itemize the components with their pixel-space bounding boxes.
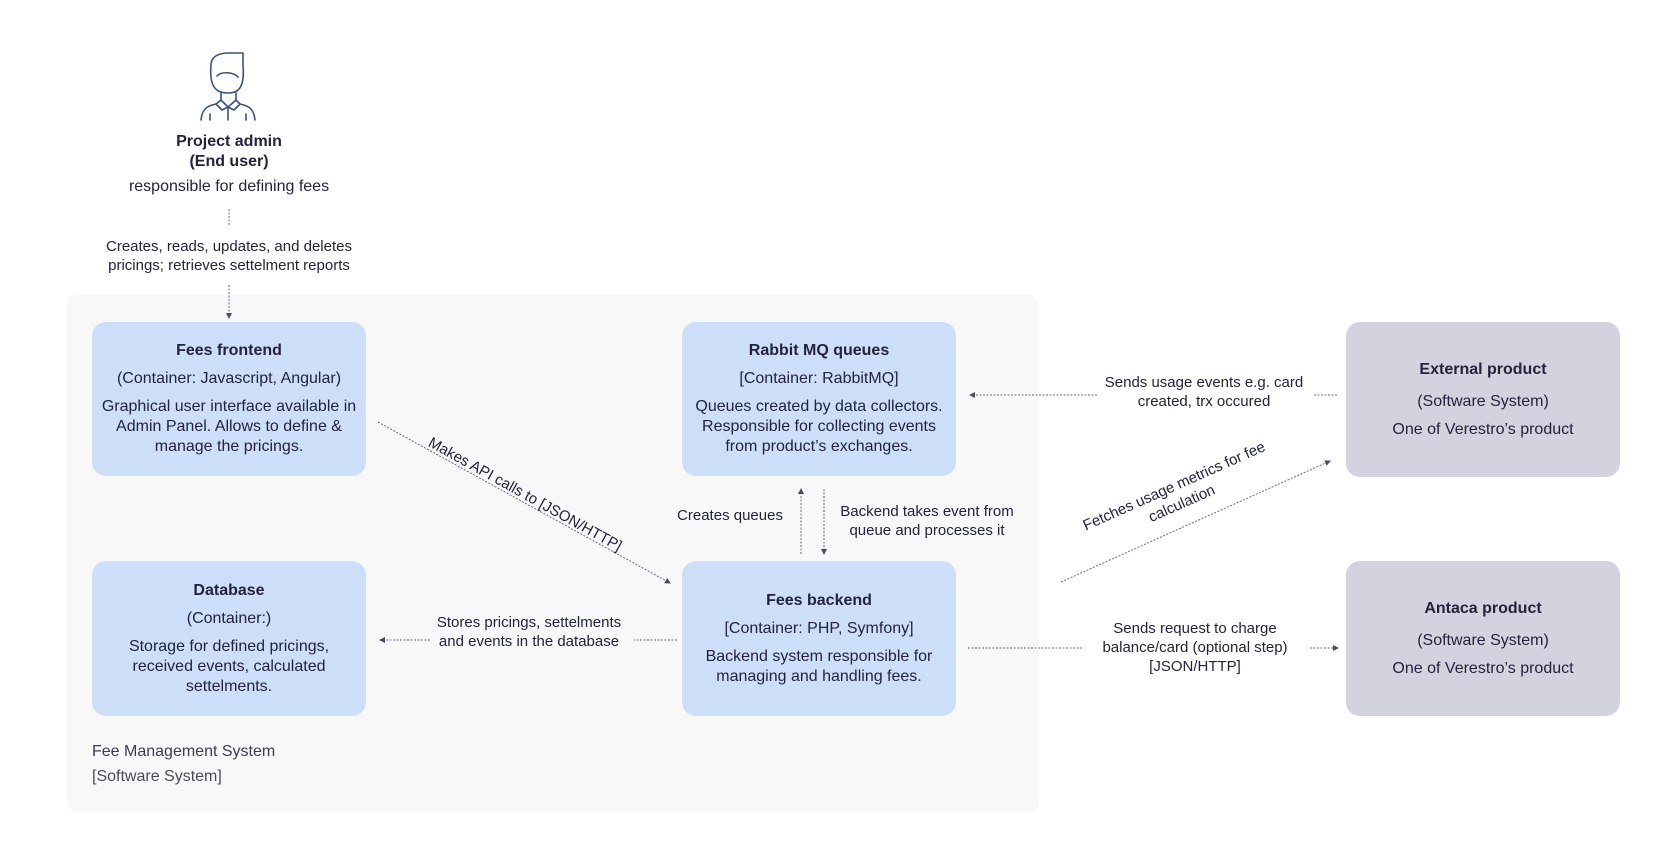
system-description: One of Verestro’s product [1392,659,1574,677]
system-type: (Software System) [1417,631,1549,649]
label-backend-to-antaca: Sends request to charge balance/card (op… [1102,620,1288,675]
label-external-to-rabbit: Sends usage events e.g. card created, tr… [1104,374,1304,410]
person-name-line2: (End user) [189,153,269,170]
boundary-type: [Software System] [92,768,222,785]
container-title: Fees frontend [176,342,282,359]
container-database[interactable]: Database (Container:) Storage for define… [92,561,366,716]
label-backend-to-database: Stores pricings, settelments and events … [436,614,622,650]
person-icon [200,50,258,122]
label-rabbit-to-backend: Backend takes event from queue and proce… [840,503,1014,539]
container-fees-frontend[interactable]: Fees frontend (Container: Javascript, An… [92,322,366,476]
person-name: Project admin (End user) [130,132,328,172]
container-description: Graphical user interface available in Ad… [101,398,357,455]
container-description: Backend system responsible for managing … [705,647,933,685]
container-rabbitmq-queues[interactable]: Rabbit MQ queues [Container: RabbitMQ] Q… [682,322,956,476]
container-tech: [Container: PHP, Symfony] [724,619,914,637]
system-description: One of Verestro’s product [1392,420,1574,438]
container-tech: (Container: Javascript, Angular) [116,370,342,387]
connector-backend-to-external [1060,460,1331,583]
container-title: Fees backend [766,591,872,609]
person-description: responsible for defining fees [128,178,330,195]
system-title: Antaca product [1424,599,1542,617]
container-description: Storage for defined pricings, received e… [128,637,330,695]
connector-frontend-to-backend [377,421,671,584]
container-title: Database [193,581,265,599]
external-system-external-product[interactable]: External product (Software System) One o… [1346,322,1620,477]
person-name-line1: Project admin [176,133,282,150]
container-fees-backend[interactable]: Fees backend [Container: PHP, Symfony] B… [682,561,956,716]
label-backend-to-rabbit: Creates queues [677,507,783,524]
boundary-title: Fee Management System [92,743,276,760]
system-title: External product [1419,360,1547,378]
label-admin-to-frontend: Creates, reads, updates, and deletes pri… [106,238,352,274]
container-description: Queues created by data collectors. Respo… [695,398,943,455]
system-type: (Software System) [1417,392,1549,410]
external-system-antaca-product[interactable]: Antaca product (Software System) One of … [1346,561,1620,716]
container-tech: (Container:) [186,609,272,627]
container-tech: [Container: RabbitMQ] [739,370,899,387]
container-title: Rabbit MQ queues [748,342,890,359]
